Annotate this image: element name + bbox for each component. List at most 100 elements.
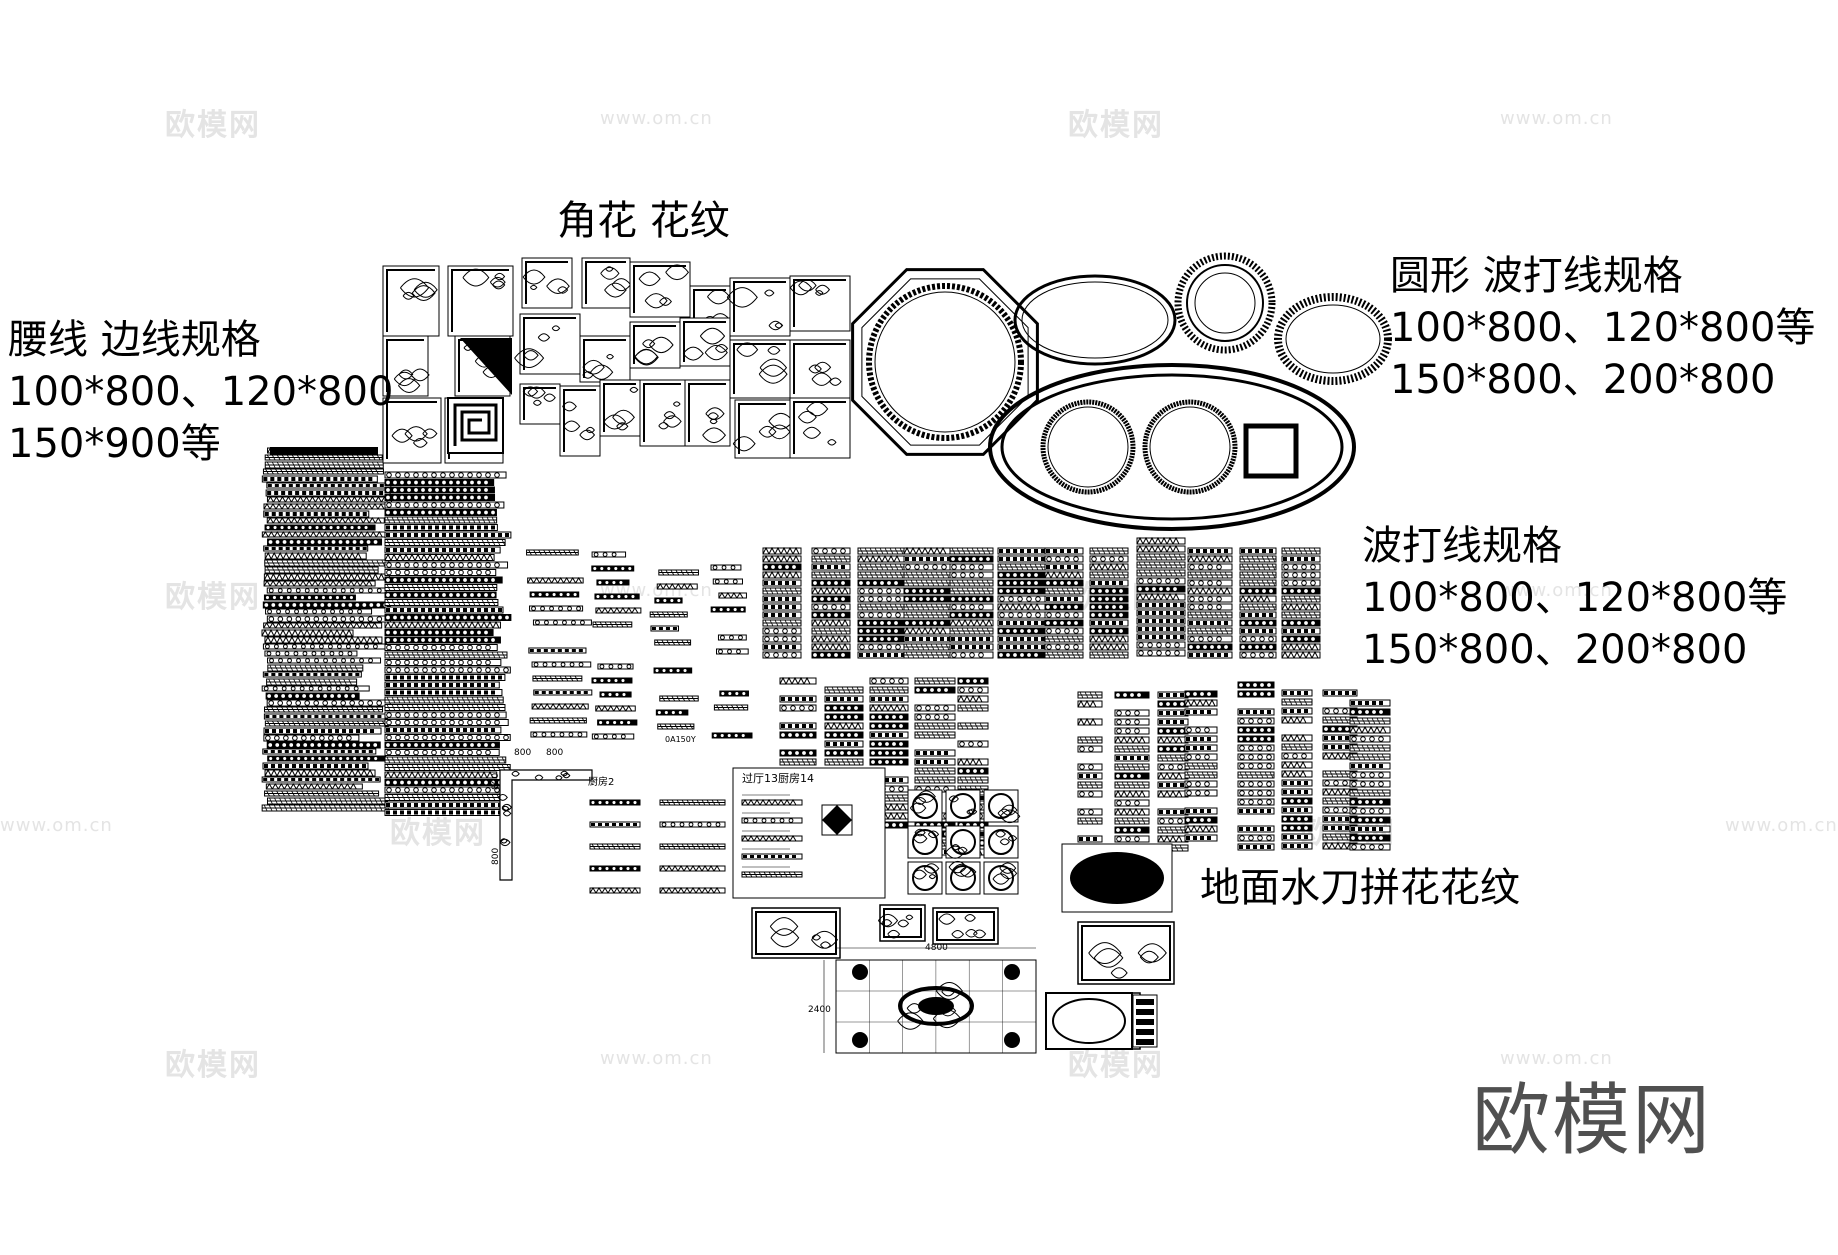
border-strip — [997, 587, 1047, 595]
border-strip — [384, 629, 494, 636]
round-border — [1040, 399, 1136, 495]
border-strip — [1281, 698, 1313, 706]
border-strip — [824, 721, 864, 730]
border-strip — [811, 611, 851, 619]
border-strip — [903, 651, 953, 659]
border-strip — [1237, 780, 1275, 788]
border-strip — [1157, 834, 1189, 843]
border-strip — [654, 639, 692, 646]
border-strip — [1114, 718, 1150, 726]
border-strip — [1239, 594, 1277, 603]
border-strip — [1281, 627, 1321, 635]
border-strip — [949, 563, 994, 571]
border-strip — [591, 551, 627, 558]
border-strip — [1281, 587, 1321, 595]
corner-tile — [382, 397, 442, 464]
border-strip — [1184, 690, 1218, 698]
border-strip — [264, 551, 367, 560]
border-strip — [1281, 642, 1321, 651]
border-strip — [1114, 817, 1150, 825]
border-strip — [1349, 843, 1391, 851]
border-strip — [1184, 816, 1218, 824]
border-strip — [263, 734, 360, 742]
corner-tile — [629, 321, 681, 369]
border-strip — [1349, 771, 1391, 779]
border-strip — [1089, 634, 1129, 643]
corner-tile — [382, 265, 440, 337]
border-strip — [1044, 555, 1084, 563]
border-strip — [655, 709, 689, 716]
border-strip — [265, 608, 373, 615]
wave-border-spec-1: 100*800、120*800等 — [1362, 575, 1788, 621]
border-strip — [1089, 627, 1129, 635]
ornament — [808, 361, 842, 386]
dimension-label: 800 — [514, 748, 531, 758]
border-strip — [589, 865, 641, 872]
fleur-ornament — [1004, 1032, 1020, 1048]
ornament — [514, 325, 561, 369]
border-strip — [1044, 643, 1084, 651]
border-strip — [997, 602, 1047, 611]
border-strip — [811, 618, 851, 627]
border-strip — [262, 748, 377, 755]
border-strip — [589, 843, 641, 850]
ornament — [726, 287, 784, 331]
border-strip — [1157, 781, 1189, 789]
border-strip — [1237, 753, 1275, 761]
border-strip — [1114, 709, 1150, 717]
border-strip — [903, 579, 953, 587]
border-strip — [265, 489, 391, 497]
border-strip — [263, 622, 383, 629]
border-strip — [1184, 834, 1218, 842]
border-strip — [1157, 727, 1189, 735]
border-strip — [530, 731, 588, 738]
border-strip — [1044, 547, 1084, 555]
border-strip — [264, 461, 384, 469]
border-strip — [1281, 563, 1321, 571]
border-strip — [1114, 807, 1150, 816]
border-strip — [717, 634, 747, 641]
border-strip — [266, 797, 388, 805]
fleur-ornament — [852, 964, 868, 980]
ornament — [562, 401, 596, 441]
ornament — [582, 354, 614, 380]
border-strip — [869, 713, 909, 721]
border-strip — [949, 618, 994, 627]
ornament — [897, 981, 963, 1030]
border-strip — [1349, 753, 1391, 761]
border-strip — [261, 475, 378, 483]
border-strip — [261, 776, 381, 783]
border-strip — [594, 593, 640, 600]
border-strip — [762, 595, 802, 603]
border-strip — [1136, 609, 1186, 617]
border-strip — [741, 817, 803, 824]
border-strip — [1187, 627, 1233, 635]
border-strip — [1136, 577, 1186, 585]
border-strip — [1136, 592, 1186, 601]
border-strip — [811, 563, 851, 571]
watermark-url: www.om.cn — [600, 108, 713, 129]
border-strip — [267, 755, 387, 762]
border-strip — [1089, 579, 1129, 587]
ornament — [913, 828, 940, 844]
border-strip — [949, 603, 994, 611]
border-strip — [779, 676, 817, 685]
border-strip — [1237, 735, 1275, 743]
border-strip — [857, 611, 907, 619]
border-strip — [384, 719, 509, 726]
border-strip — [903, 571, 953, 579]
border-strip — [1349, 744, 1391, 752]
border-strip — [266, 482, 392, 489]
border-strip — [532, 675, 583, 682]
border-strip — [384, 531, 512, 539]
border-strip — [384, 561, 509, 569]
border-strip — [903, 595, 953, 603]
border-strip — [263, 503, 386, 510]
border-strip — [1114, 799, 1150, 807]
inlay-panel — [877, 904, 926, 942]
border-strip — [762, 635, 802, 643]
corner-flower-label: 角花 花纹 — [557, 195, 730, 247]
border-strip — [384, 636, 501, 644]
ornament — [789, 279, 831, 296]
border-strip — [263, 572, 390, 581]
